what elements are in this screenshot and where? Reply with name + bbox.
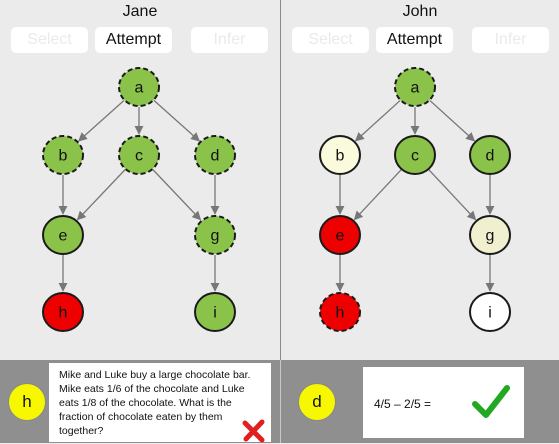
jane-question-strip: h Mike and Luke buy a large chocolate ba… [0,360,280,443]
edge-a-b [354,99,401,142]
john-knowledge-graph: a b c d e g h i [319,67,511,332]
node-label: c [411,148,419,165]
node-d[interactable]: d [469,135,511,175]
node-e[interactable]: e [319,215,361,255]
node-h[interactable]: h [319,292,361,332]
question-card: Mike and Luke buy a large chocolate bar.… [49,363,271,443]
node-c[interactable]: c [394,135,436,175]
node-a[interactable]: a [118,67,160,107]
select-button[interactable]: Select [292,27,369,53]
node-d[interactable]: d [194,135,236,175]
edge-a-d [153,99,201,142]
node-label: a [135,80,144,97]
node-label: c [135,148,143,165]
node-label: a [411,80,420,97]
edge-c-e [353,169,402,221]
edge-a-d [429,99,476,142]
node-label: h [336,305,345,322]
edge-c-g [152,169,202,221]
x-mark-icon [242,419,265,443]
node-label: e [59,228,68,245]
node-label: d [211,148,220,165]
node-g[interactable]: g [469,215,511,255]
node-c[interactable]: c [118,135,160,175]
node-b[interactable]: b [42,135,84,175]
question-card: 4/5 – 2/5 = [363,367,524,438]
node-h[interactable]: h [42,292,84,332]
checkmark-icon [472,385,510,418]
node-label: i [213,305,217,322]
bottom-divider [280,360,281,443]
node-label: g [211,228,220,245]
question-node-badge: h [8,383,46,421]
infer-button[interactable]: Infer [191,27,268,53]
jane-knowledge-graph: a b c d e g h i [42,67,236,332]
node-label: h [59,305,68,322]
word-problem-text: Mike and Luke buy a large chocolate bar.… [59,369,251,437]
infer-button[interactable]: Infer [472,27,549,53]
node-g[interactable]: g [194,215,236,255]
node-e[interactable]: e [42,215,84,255]
node-b[interactable]: b [319,135,361,175]
student-name-jane: Jane [122,3,158,20]
node-a[interactable]: a [394,67,436,107]
student-name-john: John [402,3,438,20]
node-label: b [336,148,345,165]
edge-c-g [428,169,477,221]
edge-a-b [77,99,125,142]
fraction-expression: 4/5 – 2/5 = [374,397,432,411]
attempt-button[interactable]: Attempt [95,27,172,53]
john-question-strip: d 4/5 – 2/5 = [281,360,559,443]
john-panel: John Select Attempt Infer a b c d e g h i [281,0,559,360]
node-label: i [488,305,492,322]
node-i[interactable]: i [469,292,511,332]
node-label: b [59,148,68,165]
node-i[interactable]: i [194,292,236,332]
select-button[interactable]: Select [11,27,88,53]
node-label: d [486,148,495,165]
edge-c-e [76,169,126,221]
panel-divider [280,0,281,360]
question-node-badge: d [298,383,336,421]
jane-panel: Jane Select Attempt Infer a b c d e g h i [0,0,280,360]
node-label: g [486,228,495,245]
attempt-button[interactable]: Attempt [376,27,453,53]
node-label: e [336,228,345,245]
